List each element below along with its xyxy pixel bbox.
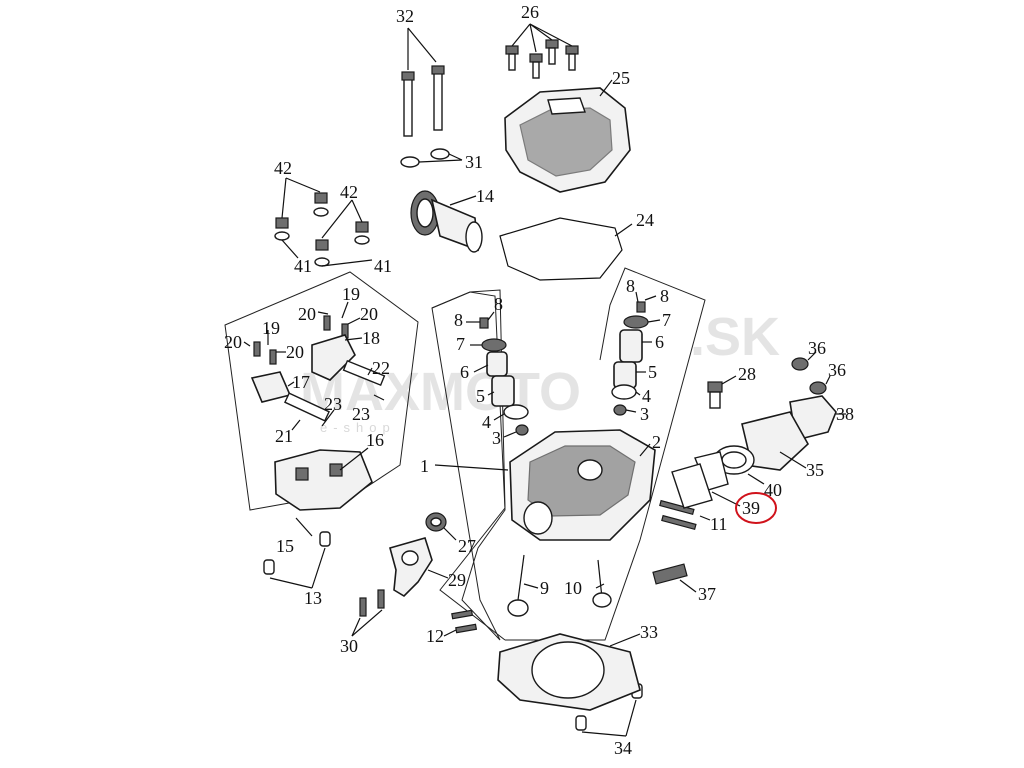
- label-7b: 7: [662, 310, 671, 330]
- head-gasket-33: [497, 633, 641, 711]
- label-28: 28: [738, 364, 756, 384]
- watermark-tld: .SK: [690, 307, 780, 367]
- bolts-32: [401, 27, 445, 137]
- label-15: 15: [276, 536, 294, 556]
- label-4a: 4: [482, 412, 491, 432]
- label-14: 14: [476, 186, 494, 206]
- label-38: 38: [836, 404, 854, 424]
- gasket-24: [499, 217, 633, 281]
- valve-frame-left: [431, 291, 506, 641]
- watermark-brand: MAXMOTO: [300, 362, 581, 422]
- label-37: 37: [698, 584, 716, 604]
- label-9: 9: [540, 578, 549, 598]
- camshaft-14: [410, 190, 483, 253]
- label-3a: 3: [492, 428, 501, 448]
- valves-9-10: [507, 554, 612, 617]
- label-8b: 8: [454, 310, 463, 330]
- label-1: 1: [420, 456, 429, 476]
- dowels-13-15-34: [263, 517, 643, 737]
- label-22: 22: [372, 358, 390, 378]
- label-35: 35: [806, 460, 824, 480]
- label-31: 31: [465, 152, 483, 172]
- watermark-tagline: e-shop: [320, 420, 396, 435]
- label-16: 16: [366, 430, 384, 450]
- label-21: 21: [275, 426, 293, 446]
- label-3b: 3: [640, 404, 649, 424]
- label-33: 33: [640, 622, 658, 642]
- label-18: 18: [362, 328, 380, 348]
- label-20c: 20: [224, 332, 242, 352]
- label-10: 10: [564, 578, 582, 598]
- label-41b: 41: [374, 256, 392, 276]
- valve-springs-right: [611, 291, 661, 416]
- label-5b: 5: [648, 362, 657, 382]
- label-23b: 23: [352, 404, 370, 424]
- label-39: 39: [742, 498, 760, 518]
- label-23a: 23: [324, 394, 342, 414]
- label-20d: 20: [286, 342, 304, 362]
- label-24: 24: [636, 210, 654, 230]
- label-20b: 20: [360, 304, 378, 324]
- label-36a: 36: [808, 338, 826, 358]
- label-5a: 5: [476, 386, 485, 406]
- parts-27-29: [389, 512, 457, 598]
- label-13: 13: [304, 588, 322, 608]
- part-number-labels: 32 26 25 31 14 42 42 24 41 41 19 20 20 1…: [224, 2, 854, 758]
- cylinder-head-2: [434, 429, 656, 541]
- label-29: 29: [448, 570, 466, 590]
- label-26: 26: [521, 2, 539, 22]
- watermark: MAXMOTO .SK e-shop: [300, 307, 780, 435]
- valve-cover-25: [504, 79, 631, 193]
- label-19b: 19: [262, 318, 280, 338]
- label-41a: 41: [294, 256, 312, 276]
- label-8d: 8: [660, 286, 669, 306]
- label-34: 34: [614, 738, 632, 758]
- label-6b: 6: [655, 332, 664, 352]
- label-20a: 20: [298, 304, 316, 324]
- label-19a: 19: [342, 284, 360, 304]
- valve-springs-left: [466, 311, 529, 438]
- label-27: 27: [458, 536, 476, 556]
- label-30: 30: [340, 636, 358, 656]
- studs-30-12-11: [351, 499, 711, 637]
- label-42b: 42: [340, 182, 358, 202]
- label-17: 17: [292, 372, 310, 392]
- intake-assembly: [652, 351, 846, 593]
- label-42a: 42: [274, 158, 292, 178]
- label-7a: 7: [456, 334, 465, 354]
- head-frame-right: [505, 267, 706, 641]
- highlight-circle-39: [735, 492, 777, 524]
- label-11: 11: [710, 514, 727, 534]
- label-25: 25: [612, 68, 630, 88]
- rocker-group-frame: [224, 271, 419, 511]
- bolts-26: [505, 23, 579, 79]
- rocker-assembly: [243, 301, 386, 511]
- label-32: 32: [396, 6, 414, 26]
- label-8c: 8: [626, 276, 635, 296]
- label-36b: 36: [828, 360, 846, 380]
- washers-31: [400, 148, 463, 168]
- label-12: 12: [426, 626, 444, 646]
- label-4b: 4: [642, 386, 651, 406]
- label-6a: 6: [460, 362, 469, 382]
- label-40: 40: [764, 480, 782, 500]
- label-8a: 8: [494, 294, 503, 314]
- label-2: 2: [652, 432, 661, 452]
- nuts-42-washers-41: [274, 177, 373, 267]
